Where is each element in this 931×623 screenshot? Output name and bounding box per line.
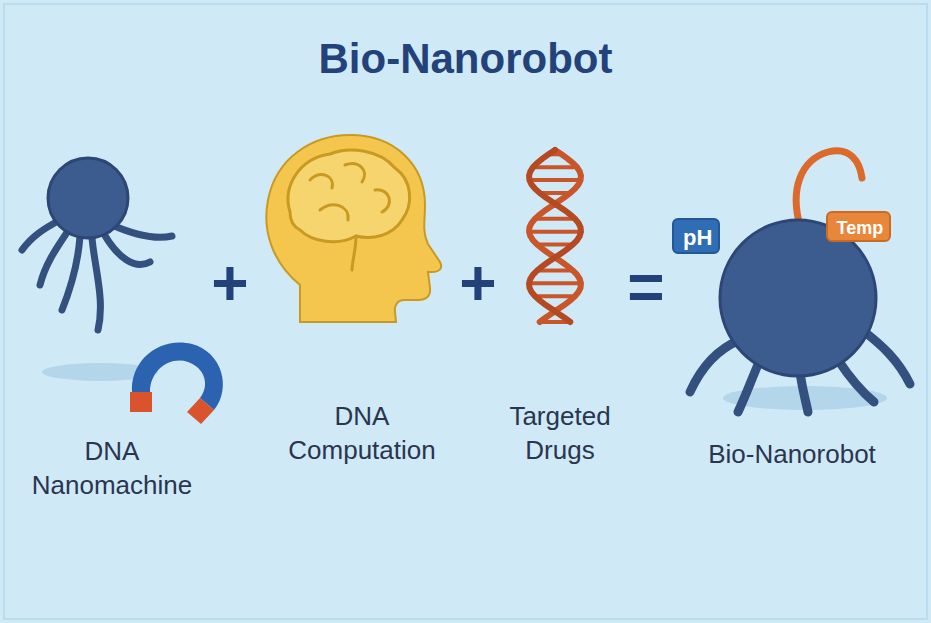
sensor-text: Temp [837,218,880,239]
plus-sign: + [448,242,508,325]
bio-nanorobot-icon [690,151,910,412]
equals-sign: = [616,246,676,329]
nanomachine-icon [22,158,172,381]
sensor-tag: Temp [826,211,891,242]
head-icon [266,135,441,322]
component-label: DNA Nanomachine [22,435,202,503]
plus-sign: + [200,242,260,325]
sensor-text: pH [683,225,709,251]
dna-helix-icon [529,150,581,322]
title: Bio-Nanorobot [0,32,931,87]
result-label: Bio-Nanorobot [677,438,907,472]
component-label: DNA Computation [275,400,450,468]
component-label: Targeted Drugs [493,400,628,468]
sensor-tag: pH [672,218,720,254]
magnet-icon [130,342,223,424]
frame [4,4,927,619]
